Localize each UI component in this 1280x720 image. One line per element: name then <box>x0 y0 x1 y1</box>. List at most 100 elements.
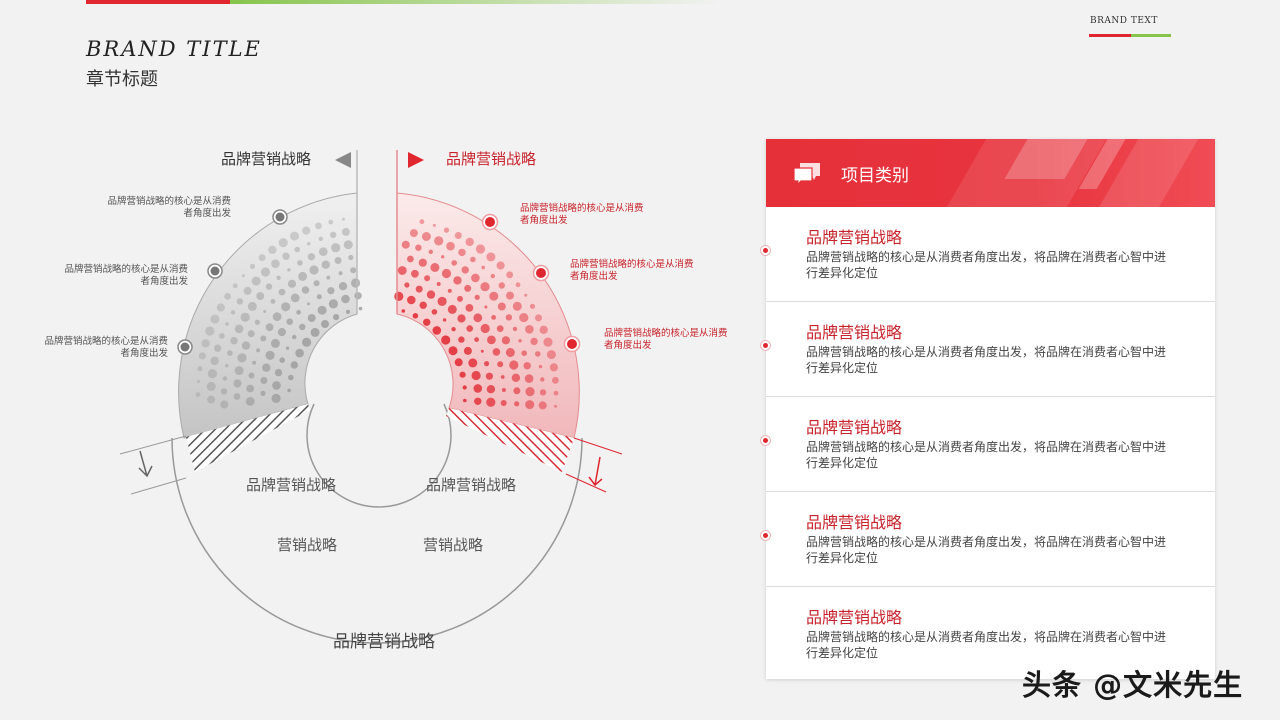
sector-dot <box>318 236 323 241</box>
sector-dot <box>307 253 316 261</box>
sector-dot <box>351 278 361 288</box>
list-item: 品牌营销战略 品牌营销战略的核心是从消费者角度出发，将品牌在消费者心智中进行差异… <box>760 302 1215 397</box>
sector-dot <box>319 247 328 256</box>
sector-dot <box>509 360 519 370</box>
sector-dot <box>500 375 505 379</box>
down-arrow-icon-right <box>588 456 603 487</box>
sector-dot <box>404 282 410 288</box>
left-note-3-line1: 品牌营销战略的核心是从消费 <box>44 335 168 347</box>
sector-dot <box>299 323 306 331</box>
sector-dot <box>501 388 506 392</box>
sector-dot <box>214 344 222 352</box>
sector-dot <box>345 309 351 314</box>
sector-dot <box>290 231 299 241</box>
sector-dot <box>506 271 514 279</box>
sector-dot <box>321 260 330 269</box>
sector-dot <box>407 295 416 305</box>
sector-dot <box>535 314 542 322</box>
sector-dot <box>225 364 229 368</box>
sector-dot <box>265 323 274 332</box>
sector-dot <box>481 265 486 270</box>
sector-dot <box>447 304 457 314</box>
sector-dot <box>525 400 535 410</box>
sector-dot <box>471 273 480 283</box>
bullet-dot-icon <box>760 530 771 541</box>
sector-dot <box>424 275 431 282</box>
sector-dot <box>233 379 242 388</box>
sector-dot <box>496 325 504 332</box>
sector-dot <box>197 366 203 372</box>
sector-dot <box>418 258 427 267</box>
sector-dot <box>313 280 320 287</box>
sector-dot <box>415 244 422 251</box>
sector-dot <box>290 293 300 303</box>
item-title: 品牌营销战略 <box>806 608 903 627</box>
sector-dot <box>220 388 228 395</box>
sector-dot <box>539 325 548 334</box>
sector-dot <box>524 293 528 297</box>
sector-dot <box>278 288 286 296</box>
sector-dot <box>245 397 255 406</box>
sector-dot <box>535 351 541 357</box>
sector-dot <box>500 400 507 406</box>
sector-dot <box>210 356 219 366</box>
sector-dot <box>276 275 281 280</box>
sector-dot <box>290 361 298 369</box>
sector-dot <box>505 314 513 321</box>
sector-dot <box>222 376 228 381</box>
bullet-dot-icon <box>760 245 771 256</box>
sector-dot <box>538 401 547 410</box>
sector-dot <box>426 290 436 299</box>
sector-dot <box>277 328 286 337</box>
sector-dot <box>219 333 225 339</box>
item-title: 品牌营销战略 <box>806 418 903 437</box>
sector-dot <box>227 350 233 356</box>
left-note-3-line2: 者角度出发 <box>120 347 168 359</box>
sector-dot <box>256 348 261 353</box>
sector-dot <box>553 390 559 396</box>
sector-dot <box>457 295 463 302</box>
sector-dot <box>246 384 255 393</box>
sector-dot <box>327 287 335 295</box>
sector-dot <box>263 310 267 313</box>
sector-dot <box>354 292 362 300</box>
chat-bubbles-icon <box>793 163 820 187</box>
sector-dot <box>230 310 236 315</box>
sector-dot <box>484 305 488 309</box>
sector-dot <box>274 368 283 377</box>
sector-dot <box>432 326 442 335</box>
right-note-3-line2: 者角度出发 <box>604 339 652 351</box>
sector-dot <box>271 393 281 403</box>
sector-dot <box>454 232 462 239</box>
sector-dot <box>421 232 431 241</box>
sector-dot <box>348 254 354 261</box>
sector-dot <box>512 301 522 311</box>
sector-dot <box>432 223 436 227</box>
right-note-2-line2: 者角度出发 <box>570 270 618 282</box>
down-arrow-icon-left <box>138 450 153 478</box>
inner-left-label: 营销战略 <box>277 536 337 554</box>
sector-dot <box>513 387 521 395</box>
sector-dot <box>260 335 267 342</box>
sector-dot <box>272 381 281 390</box>
sector-dot <box>540 377 545 382</box>
sector-dot <box>525 387 535 397</box>
sector-dot <box>302 226 311 235</box>
sector-dot <box>466 325 474 332</box>
sector-dot <box>423 318 431 326</box>
sector-dot <box>272 312 282 321</box>
sector-dot <box>463 398 467 403</box>
sector-dot <box>326 275 331 280</box>
sector-dot <box>249 263 256 269</box>
sector-dot <box>265 350 275 360</box>
sector-dot <box>457 314 466 323</box>
sector-dot <box>462 385 467 390</box>
sector-dot <box>484 361 490 367</box>
sector-dot <box>321 320 329 328</box>
sector-dot <box>549 363 559 372</box>
gray-hatch-band <box>186 404 310 472</box>
sector-dot <box>441 268 452 279</box>
sector-dot <box>195 392 201 397</box>
sector-dot <box>419 301 427 309</box>
sector-dot <box>473 384 483 393</box>
